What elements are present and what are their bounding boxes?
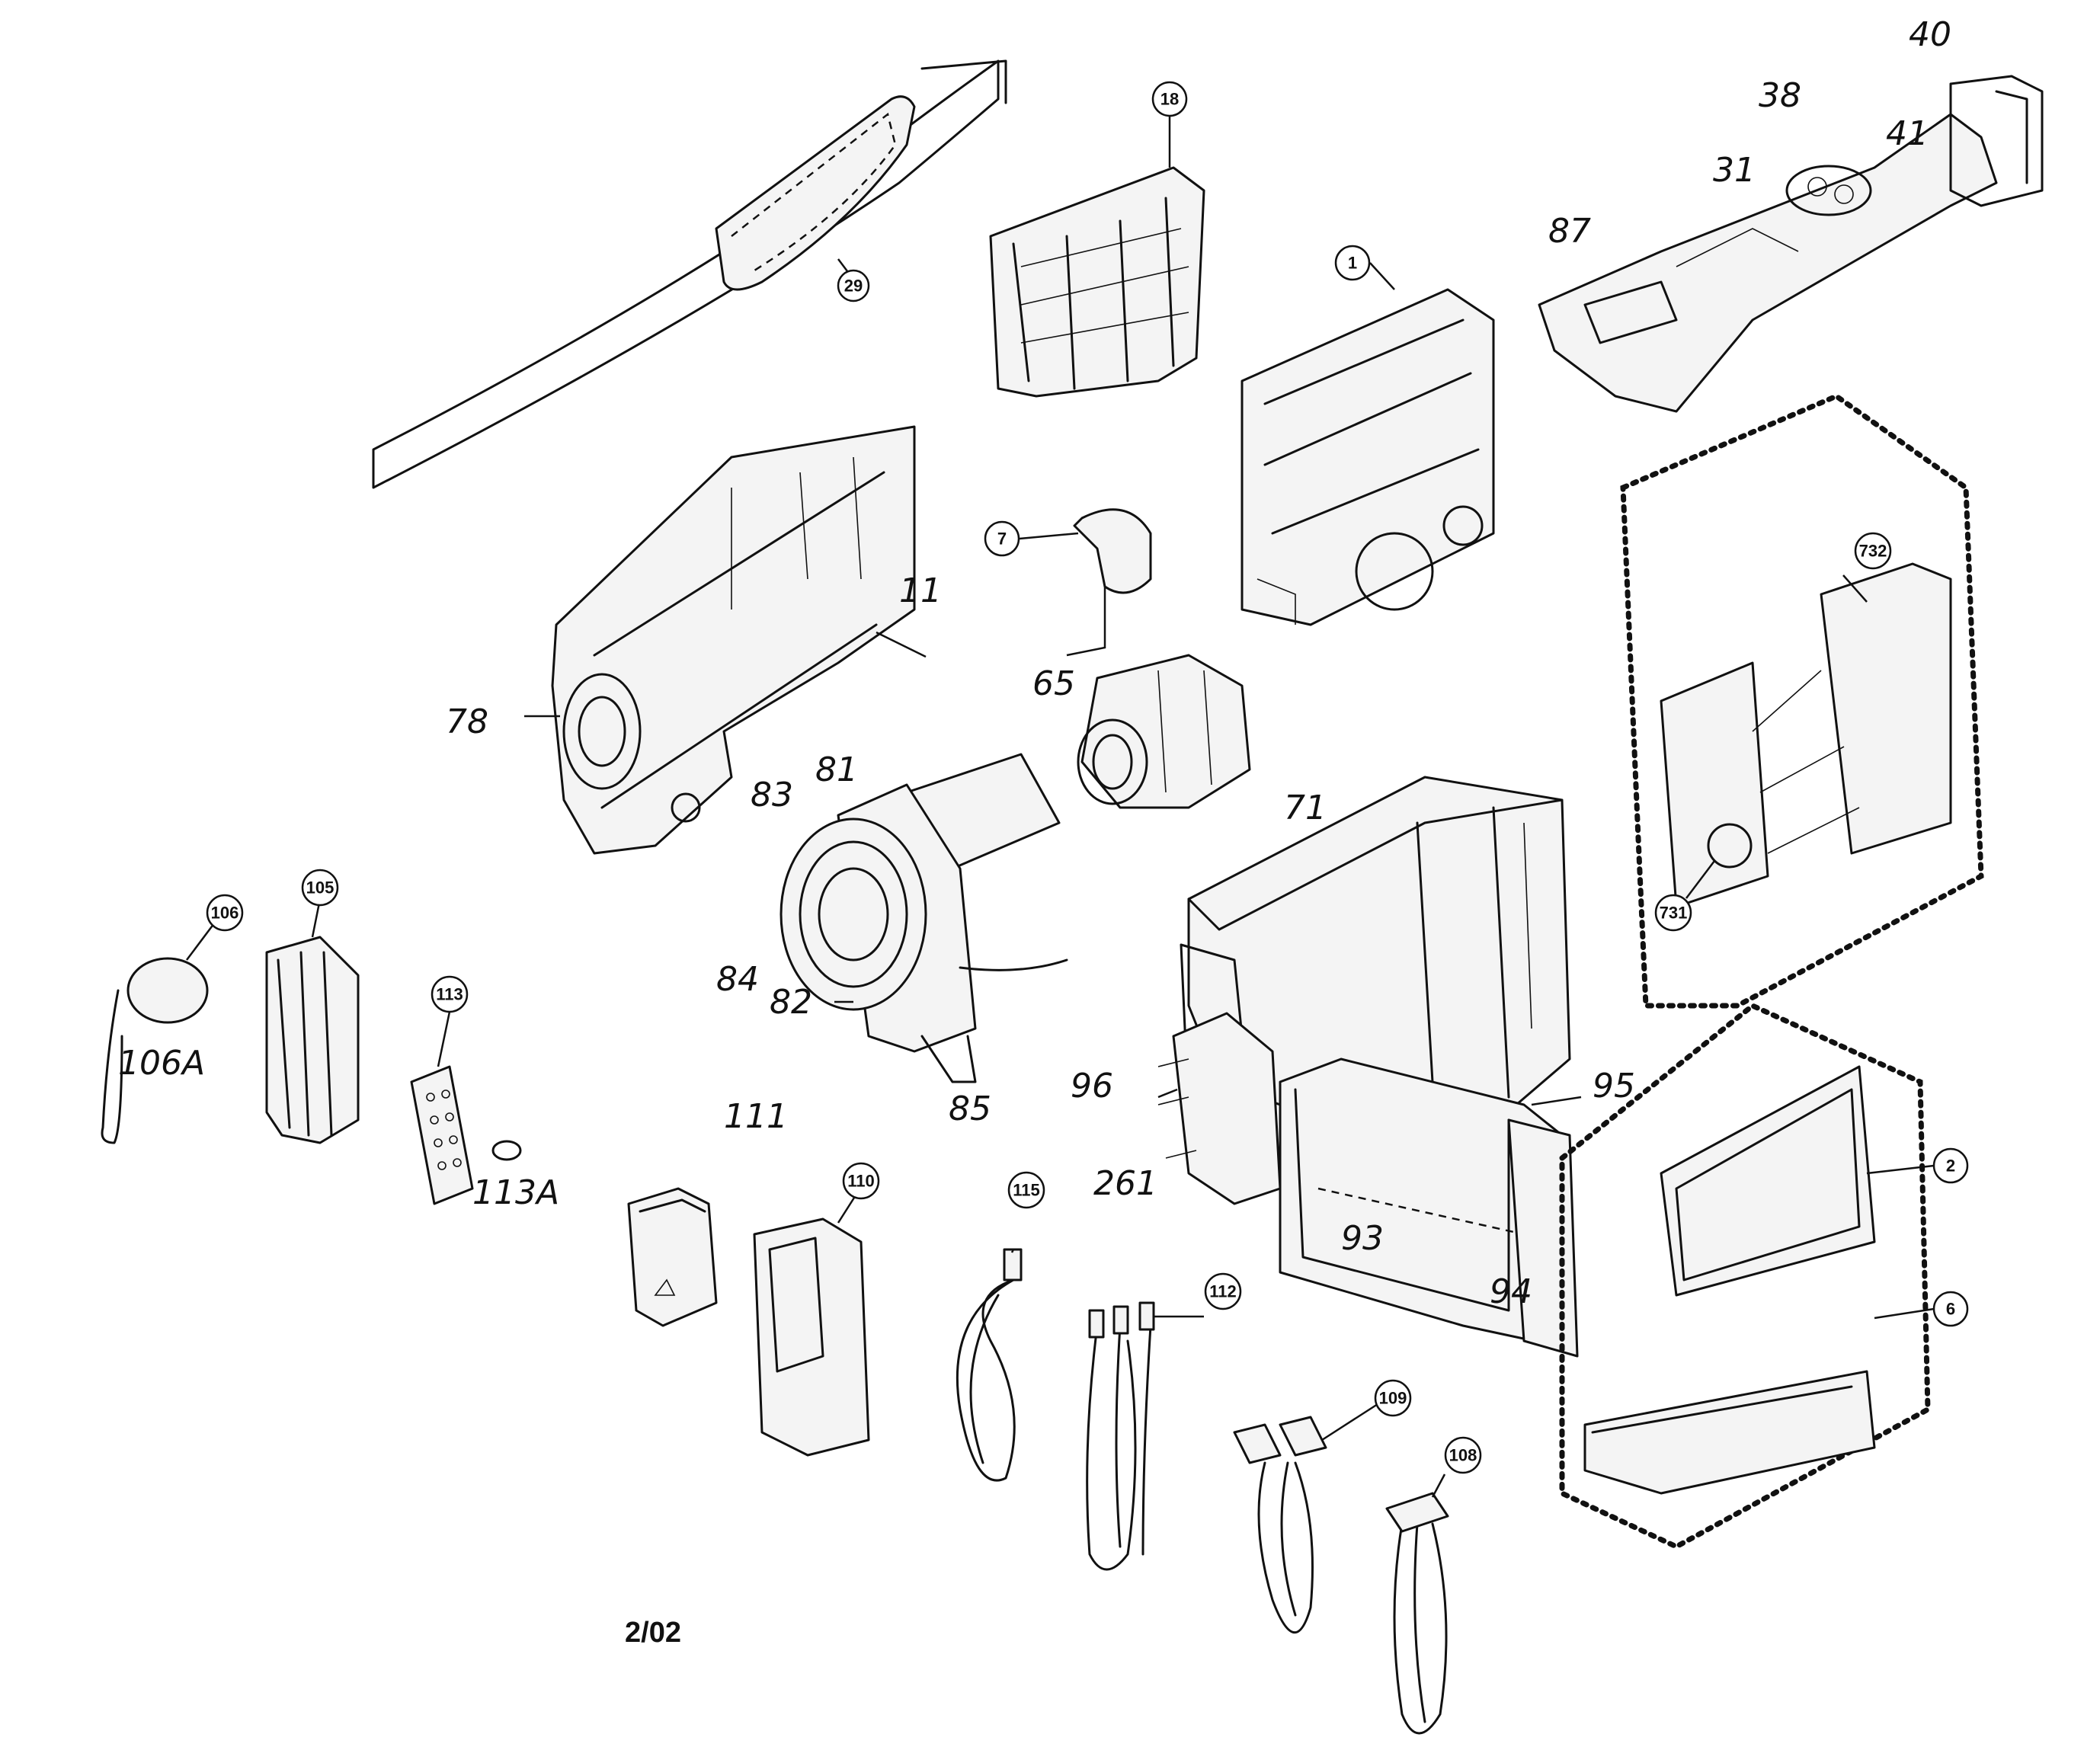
power-cable-part-109	[1233, 1416, 1327, 1633]
callout-110: 110	[842, 1162, 880, 1200]
callout-112: 112	[1204, 1272, 1242, 1310]
callout-115: 115	[1007, 1171, 1045, 1209]
label-40: 40	[1909, 15, 1951, 54]
svg-text:2: 2	[1946, 1157, 1955, 1176]
label-111: 111	[724, 1097, 788, 1136]
leader-lines	[186, 107, 1935, 1498]
label-41: 41	[1886, 114, 1929, 153]
cable-part-108	[1385, 1492, 1449, 1735]
hand-strap-part	[372, 59, 1007, 489]
label-84: 84	[716, 960, 759, 999]
label-261: 261	[1093, 1164, 1157, 1203]
label-38: 38	[1759, 76, 1801, 115]
callout-106: 106	[206, 894, 244, 932]
bracket-part-96	[1157, 1012, 1282, 1205]
label-71: 71	[1284, 789, 1327, 827]
label-95: 95	[1593, 1067, 1635, 1105]
label-31: 31	[1713, 151, 1756, 190]
lens-cap-part-106	[101, 957, 209, 1144]
circuit-board-group	[1620, 393, 1984, 1009]
svg-text:106: 106	[211, 904, 239, 923]
svg-text:113: 113	[436, 985, 463, 1004]
svg-text:108: 108	[1449, 1446, 1477, 1465]
svg-text:1: 1	[1348, 254, 1357, 273]
callout-18: 18	[1151, 81, 1188, 117]
svg-text:731: 731	[1660, 904, 1688, 923]
bottom-housing-group	[1559, 1002, 1931, 1550]
remote-control-part-113	[410, 1065, 522, 1205]
shoulder-strap-part-105	[265, 936, 360, 1144]
callout-29: 29	[837, 269, 870, 302]
label-78: 78	[446, 702, 488, 741]
callout-2: 2	[1932, 1147, 1969, 1184]
svg-text:18: 18	[1160, 90, 1179, 109]
label-96: 96	[1071, 1067, 1113, 1105]
label-83: 83	[751, 776, 793, 814]
side-housing-part-78	[551, 425, 916, 855]
callout-732: 732	[1854, 532, 1892, 570]
svg-text:105: 105	[306, 878, 335, 897]
label-65: 65	[1032, 664, 1075, 703]
callout-1: 1	[1334, 245, 1371, 281]
label-11: 11	[899, 571, 942, 610]
svg-text:7: 7	[997, 530, 1007, 549]
battery-part-111	[627, 1187, 718, 1327]
svg-text:29: 29	[844, 277, 863, 296]
label-85: 85	[949, 1089, 991, 1128]
top-handle-part	[1538, 75, 2044, 413]
svg-text:115: 115	[1013, 1181, 1040, 1200]
svg-text:110: 110	[847, 1172, 875, 1191]
label-81: 81	[815, 750, 858, 789]
side-panel-part-18	[989, 166, 1205, 398]
mechanism-frame-part-1	[1240, 288, 1495, 626]
svg-text:112: 112	[1209, 1282, 1237, 1301]
label-93: 93	[1341, 1219, 1384, 1258]
svg-text:732: 732	[1859, 542, 1887, 561]
lens-block-part-65	[1077, 654, 1251, 809]
label-94: 94	[1490, 1272, 1532, 1311]
label-87: 87	[1548, 212, 1591, 251]
label-106A: 106A	[118, 1044, 205, 1083]
svg-text:6: 6	[1946, 1300, 1955, 1319]
callout-7: 7	[984, 520, 1020, 557]
charger-part-110	[753, 1217, 870, 1457]
av-cable-part-112	[1086, 1301, 1155, 1571]
label-82: 82	[770, 983, 812, 1022]
callout-6: 6	[1932, 1291, 1969, 1327]
lcd-panel-part-93	[1279, 1057, 1579, 1358]
lens-barrel-part	[779, 753, 1068, 1083]
svg-text:109: 109	[1379, 1389, 1407, 1408]
callout-105: 105	[301, 869, 339, 907]
callout-109: 109	[1374, 1379, 1412, 1417]
cable-part-115	[956, 1248, 1023, 1482]
callout-113: 113	[431, 975, 469, 1013]
callout-108: 108	[1444, 1436, 1482, 1474]
label-113A: 113A	[472, 1173, 559, 1212]
callout-731: 731	[1654, 894, 1692, 932]
footer-code: 2/02	[625, 1617, 681, 1649]
lens-ring-part-7	[1066, 508, 1152, 657]
